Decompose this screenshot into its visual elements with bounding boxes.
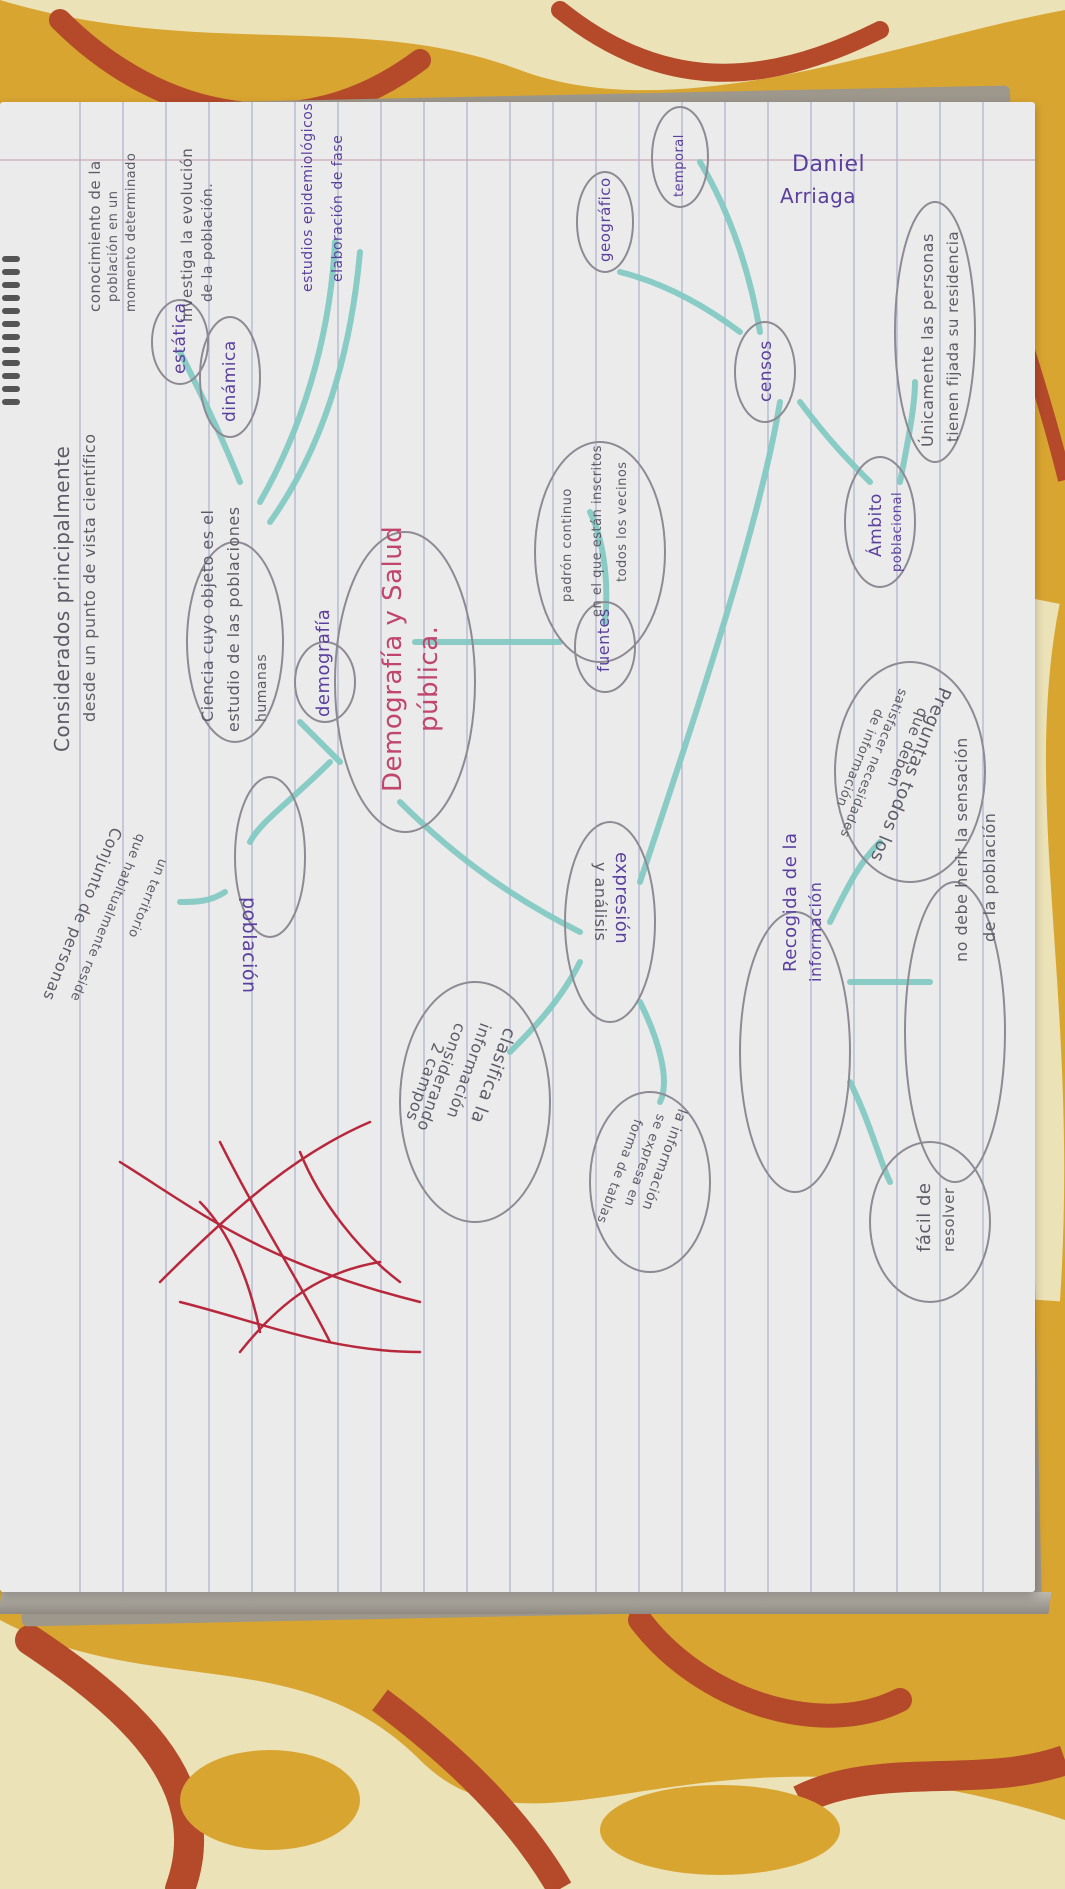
oval-nodebe xyxy=(904,881,1006,1183)
connector-censos-temporal xyxy=(697,159,763,335)
considerados-text-1: Considerados principalmente xyxy=(50,445,74,752)
connector-expresion-clasifica xyxy=(507,959,583,1055)
ciencia-text-3: humanas xyxy=(254,653,270,722)
oval-facil xyxy=(869,1141,991,1303)
oval-dinamica xyxy=(199,316,261,438)
connector-ambito-def xyxy=(897,379,918,485)
oval-ciencia xyxy=(186,541,284,743)
connector-censos-ambito xyxy=(797,399,873,485)
ciencia-text-2: estudio de las poblaciones xyxy=(224,506,243,732)
oval-expresion xyxy=(564,821,656,1023)
connector-recogida-preguntas xyxy=(827,839,883,925)
poblacion-label: población xyxy=(238,897,260,994)
oval-temporal xyxy=(651,106,709,208)
oval-fuentes xyxy=(574,601,636,693)
facil-text-2: resolver xyxy=(940,1187,958,1253)
notebook-bottom-edge xyxy=(0,1592,1052,1614)
ciencia-text-1: Ciencia cuyo objeto es el xyxy=(198,509,217,722)
elaboracion-label: elaboración de fase xyxy=(330,134,346,282)
fuentes-label: fuentes xyxy=(594,608,613,672)
oval-ambito xyxy=(844,456,916,588)
estudios-label: estudios epidemiológicos xyxy=(300,102,316,292)
connector-expresion-formas xyxy=(637,999,667,1105)
oval-geografico xyxy=(576,171,634,273)
recogida-label-2: información xyxy=(806,881,825,982)
author-last-name: Arriaga xyxy=(780,184,857,208)
connector-censos-geografico xyxy=(617,269,743,335)
center-title: Demografía y Salud xyxy=(378,525,408,792)
dinamica-def-1: investiga la evolución xyxy=(178,147,196,322)
connector-center-expresion xyxy=(397,799,583,935)
oval-padron xyxy=(534,441,666,663)
estatica-def-3: momento determinado xyxy=(124,152,139,312)
demografia-label: demografía xyxy=(313,608,334,717)
ambito-def-2: tienen fijada su residencia xyxy=(944,230,962,442)
temporal-label: temporal xyxy=(672,134,687,197)
geografico-label: geográfico xyxy=(596,177,614,262)
connector-ciencia-estudios xyxy=(257,239,338,505)
notebook-page: Daniel Arriaga Demografía y Salud públic… xyxy=(0,102,1035,1592)
oval-center xyxy=(334,531,476,833)
estatica-def-2: población en un xyxy=(106,190,121,302)
connector-expresion-censos xyxy=(637,399,783,885)
considerados-text-2: desde un punto de vista científico xyxy=(80,433,99,722)
oval-demografia xyxy=(294,641,356,723)
oval-formas xyxy=(589,1091,711,1273)
expresion-label-1: expresión xyxy=(611,852,632,945)
center-subtitle: pública. xyxy=(414,625,444,732)
oval-ambito-def xyxy=(894,201,976,463)
censos-label: censos xyxy=(756,340,776,402)
oval-censos xyxy=(734,321,796,423)
padron-label: padrón continuo xyxy=(560,488,575,602)
ambito-label-2: poblacional xyxy=(890,491,905,572)
ambito-label-1: Ámbito xyxy=(866,493,886,557)
padron-def-1: en el que están inscritos xyxy=(590,445,605,617)
connector-recogida-facil xyxy=(847,1079,893,1185)
mind-map-drawing xyxy=(118,106,1006,1354)
oval-poblacion xyxy=(234,776,306,938)
oval-clasifica xyxy=(399,981,551,1223)
oval-recogida xyxy=(739,911,851,1193)
connector-poblacion-def xyxy=(177,889,228,905)
dinamica-def-2: de la población. xyxy=(200,182,216,302)
estatica-def-1: conocimiento de la xyxy=(86,160,104,312)
signature-scribble xyxy=(118,1120,422,1354)
expresion-label-2: y análisis xyxy=(591,862,610,942)
connector-center-poblacion xyxy=(247,759,333,845)
oval-preguntas xyxy=(834,661,986,883)
dinamica-label: dinámica xyxy=(220,340,240,422)
facil-text-1: fácil de xyxy=(914,1182,935,1253)
spiral-binding xyxy=(0,252,26,472)
author-first-name: Daniel xyxy=(792,152,866,177)
no-debe-text-1: no debe herir la sensación xyxy=(952,737,971,962)
connector-ciencia-elaboracion xyxy=(267,249,363,525)
ambito-def-1: Únicamente las personas xyxy=(918,233,937,447)
padron-def-2: todos los vecinos xyxy=(615,461,630,582)
recogida-label-1: Recogida de la xyxy=(780,832,801,972)
connector-fuentes-padron xyxy=(587,509,610,625)
no-debe-text-2: de la población xyxy=(980,812,999,942)
connector-ciencia-estatica xyxy=(177,349,243,485)
oval-estatica xyxy=(151,299,209,385)
connector-center-demografia xyxy=(297,719,343,765)
